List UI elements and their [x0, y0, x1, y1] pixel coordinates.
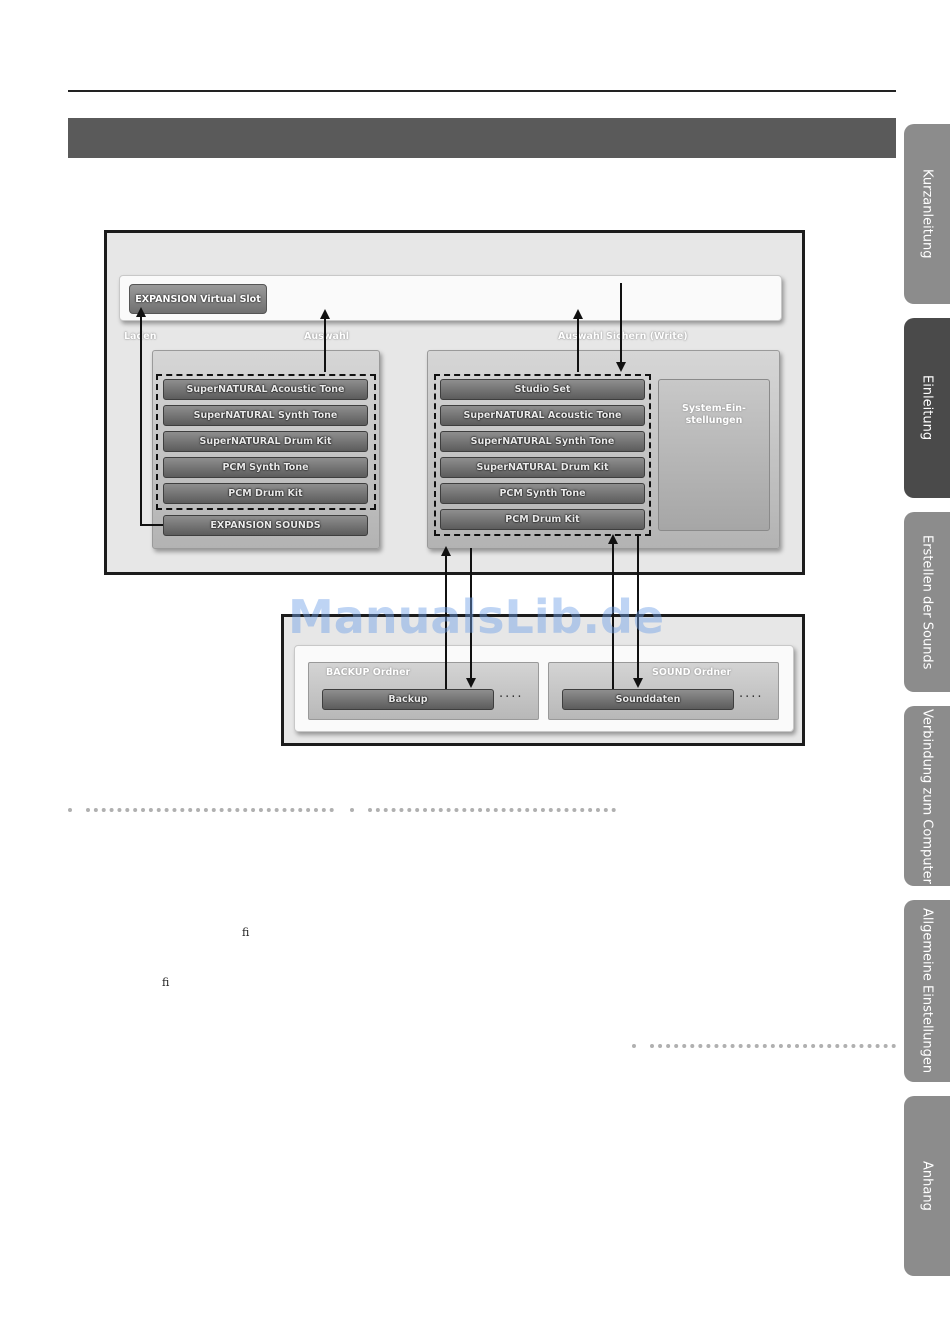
ligature-glyph: ﬁ	[242, 926, 250, 939]
expansion-virtual-slot: EXPANSION Virtual Slot	[129, 284, 267, 314]
right-item-supernatural-synth-tone: SuperNATURAL Synth Tone	[440, 431, 645, 452]
left-item-supernatural-synth-tone: SuperNATURAL Synth Tone	[163, 405, 368, 426]
right-item-studio-set: Studio Set	[440, 379, 645, 400]
label-auswahl-left: Auswahl	[304, 331, 349, 342]
system-settings-label: System-Ein- stellungen	[682, 403, 746, 426]
backup-folder-label: BACKUP Ordner	[326, 667, 411, 678]
dotted-line	[86, 808, 334, 812]
system-settings-box	[658, 379, 770, 531]
right-item-pcm-drum-kit: PCM Drum Kit	[440, 509, 645, 530]
dot-separator	[632, 1044, 636, 1048]
right-item-supernatural-acoustic-tone: SuperNATURAL Acoustic Tone	[440, 405, 645, 426]
top-rule	[68, 90, 896, 92]
dotted-line	[368, 808, 616, 812]
section-header-band	[68, 118, 896, 158]
expansion-sounds: EXPANSION SOUNDS	[163, 515, 368, 536]
left-item-pcm-synth-tone: PCM Synth Tone	[163, 457, 368, 478]
tab-verbindung-zum-computer[interactable]: Verbindung zum Computer	[904, 706, 950, 886]
right-item-supernatural-drum-kit: SuperNATURAL Drum Kit	[440, 457, 645, 478]
ligature-glyph: ﬁ	[162, 976, 170, 989]
arrow-laden	[136, 307, 163, 526]
sound-more-ellipsis: ····	[739, 690, 764, 705]
left-item-pcm-drum-kit: PCM Drum Kit	[163, 483, 368, 504]
label-auswahl-right: Auswahl	[558, 331, 603, 342]
tab-label: Einleitung	[919, 375, 935, 441]
arrow-layer	[136, 283, 643, 689]
left-item-supernatural-acoustic-tone: SuperNATURAL Acoustic Tone	[163, 379, 368, 400]
dotted-line	[650, 1044, 896, 1048]
tab-allgemeine-einstellungen[interactable]: Allgemeine Einstellungen	[904, 900, 950, 1082]
tab-anhang[interactable]: Anhang	[904, 1096, 950, 1276]
sound-folder-label: SOUND Ordner	[652, 667, 732, 678]
right-item-pcm-synth-tone: PCM Synth Tone	[440, 483, 645, 504]
tab-label: Kurzanleitung	[919, 169, 935, 259]
label-sichern: Sichern (Write)	[606, 331, 688, 342]
backup-more-ellipsis: ····	[499, 690, 524, 705]
tab-kurzanleitung[interactable]: Kurzanleitung	[904, 124, 950, 304]
tab-einleitung[interactable]: Einleitung	[904, 318, 950, 498]
sound-item: Sounddaten	[562, 689, 734, 710]
backup-item: Backup	[322, 689, 494, 710]
left-dashed-group	[156, 374, 376, 510]
tab-label: Erstellen der Sounds	[919, 534, 935, 670]
dot-separator	[350, 808, 354, 812]
tab-label: Anhang	[919, 1161, 935, 1211]
tab-label: Allgemeine Einstellungen	[919, 908, 935, 1074]
tab-label: Verbindung zum Computer	[919, 708, 935, 884]
left-item-supernatural-drum-kit: SuperNATURAL Drum Kit	[163, 431, 368, 452]
tab-erstellen-der-sounds[interactable]: Erstellen der Sounds	[904, 512, 950, 692]
right-dashed-group	[434, 374, 651, 536]
dot-separator	[68, 808, 72, 812]
watermark: ManualsLib.de	[288, 590, 665, 644]
